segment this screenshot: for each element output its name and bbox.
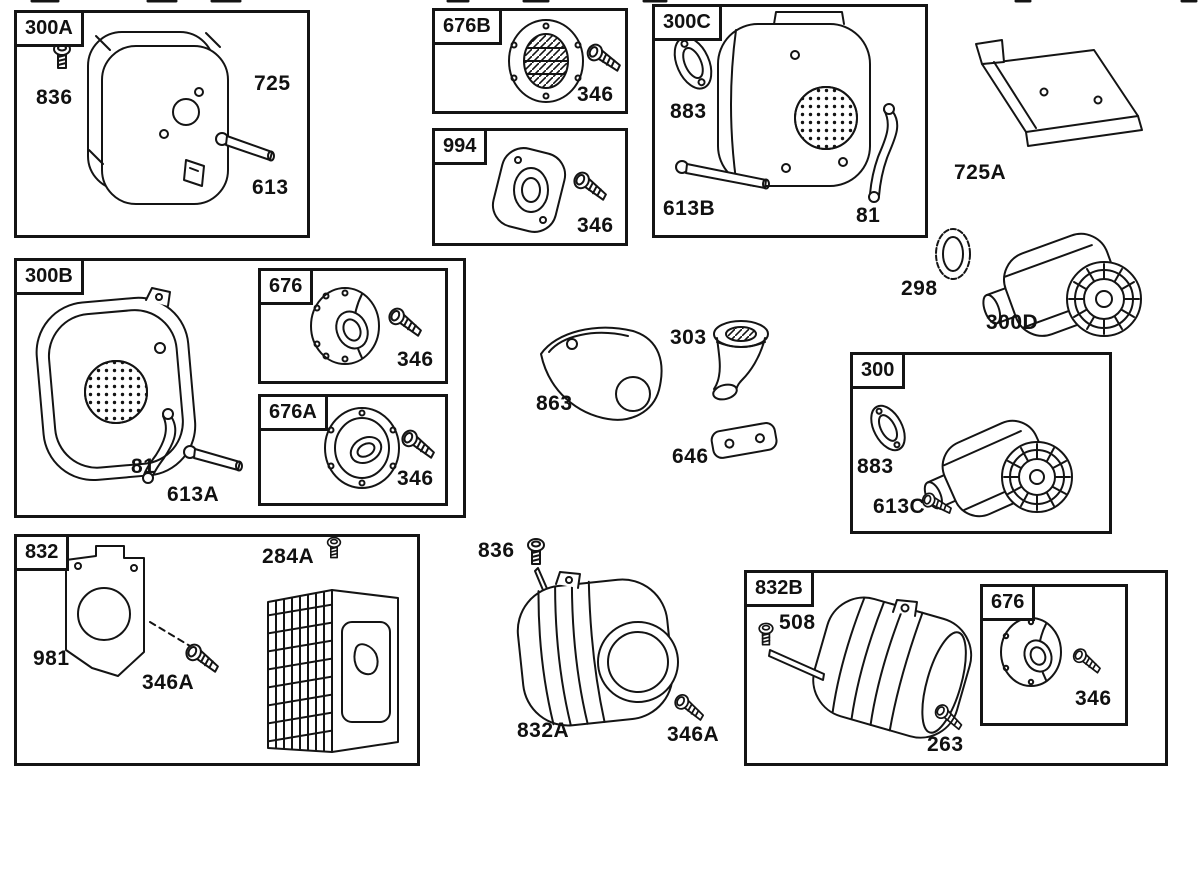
section-tag-994: 994 — [432, 128, 488, 165]
section-box-676B — [432, 8, 628, 114]
bracket-981-drawing — [65, 545, 224, 677]
screw-346A-mid-drawing — [671, 691, 709, 722]
section-tag-300B: 300B — [14, 258, 84, 295]
part-number-836-mid: 836 — [478, 539, 515, 562]
muffler-300C-drawing — [673, 11, 899, 203]
part-number-646: 646 — [672, 445, 709, 468]
part-number-263: 263 — [927, 733, 964, 756]
part-number-346-994: 346 — [577, 214, 614, 237]
flange-676C-drawing — [1000, 617, 1105, 687]
part-number-81-300b: 81 — [131, 455, 156, 478]
section-box-994 — [432, 128, 628, 246]
section-tag-300C: 300C — [652, 4, 722, 41]
section-box-676C — [980, 584, 1128, 726]
guard-832A-drawing — [516, 571, 679, 727]
part-number-298: 298 — [901, 277, 938, 300]
plate-646-drawing — [710, 422, 778, 459]
muffler-300A-drawing — [53, 31, 275, 205]
section-box-676 — [258, 268, 448, 384]
heat-shield-284A-drawing — [267, 536, 399, 753]
section-tag-676B: 676B — [432, 8, 502, 45]
part-number-346-676a: 346 — [397, 467, 434, 490]
section-box-832B — [744, 570, 1168, 766]
section-tag-676: 676 — [258, 268, 314, 305]
deflector-725A-drawing — [975, 39, 1143, 147]
part-number-832a: 832A — [517, 719, 570, 742]
section-box-300 — [850, 352, 1112, 534]
part-number-863: 863 — [536, 392, 573, 415]
part-number-613: 613 — [252, 176, 289, 199]
muffler-300-drawing — [870, 404, 1073, 518]
part-number-725: 725 — [254, 72, 291, 95]
elbow-303-drawing — [712, 320, 769, 401]
section-tag-832B: 832B — [744, 570, 814, 607]
shield-832B-drawing — [758, 596, 973, 739]
section-box-676A — [258, 394, 448, 506]
part-number-613c: 613C — [873, 495, 926, 518]
section-box-300B — [14, 258, 466, 518]
muffler-300B-drawing — [35, 287, 243, 484]
part-number-883-300c: 883 — [670, 100, 707, 123]
part-number-303: 303 — [670, 326, 707, 349]
part-number-613a: 613A — [167, 483, 220, 506]
muffler-300D-drawing — [982, 232, 1142, 337]
flange-676B-drawing — [508, 19, 625, 103]
section-tag-300A: 300A — [14, 10, 84, 47]
part-number-300d: 300D — [986, 311, 1039, 334]
section-tag-300: 300 — [850, 352, 906, 389]
part-number-81-300c: 81 — [856, 204, 881, 227]
part-number-346-676: 346 — [397, 348, 434, 371]
section-tag-832: 832 — [14, 534, 70, 571]
part-number-346-676c: 346 — [1075, 687, 1112, 710]
section-tag-676A: 676A — [258, 394, 328, 431]
part-number-346-676b: 346 — [577, 83, 614, 106]
ring-298-drawing — [935, 228, 971, 280]
part-number-284a: 284A — [262, 545, 315, 568]
flange-994-drawing — [491, 147, 612, 233]
bracket-863-drawing — [540, 326, 663, 421]
part-number-346a-mid: 346A — [667, 723, 720, 746]
part-number-725a: 725A — [954, 161, 1007, 184]
part-number-981: 981 — [33, 647, 70, 670]
section-box-300A — [14, 10, 310, 238]
flange-676A-drawing — [324, 407, 440, 489]
part-number-346a-832: 346A — [142, 671, 195, 694]
part-number-883-300: 883 — [857, 455, 894, 478]
section-box-832 — [14, 534, 420, 766]
part-number-613b: 613B — [663, 197, 716, 220]
part-number-836-300a: 836 — [36, 86, 73, 109]
flange-676-drawing — [310, 287, 427, 365]
part-number-508: 508 — [779, 611, 816, 634]
section-tag-676C: 676 — [980, 584, 1036, 621]
section-box-300C — [652, 4, 928, 238]
